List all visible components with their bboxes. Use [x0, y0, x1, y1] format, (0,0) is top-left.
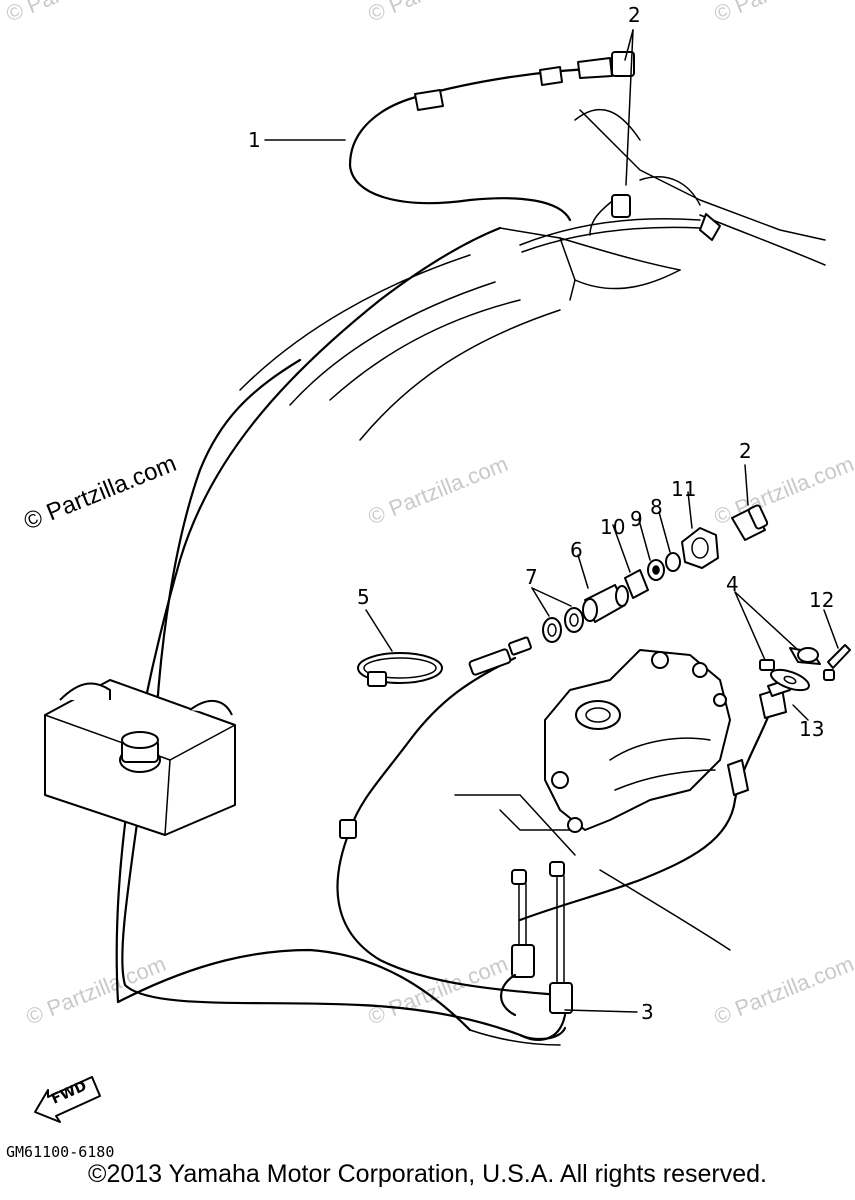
watermark-main: © Partzilla.com — [20, 450, 180, 536]
pump-cable — [336, 636, 562, 997]
watermark-mid-center: © Partzilla.com — [365, 451, 512, 530]
watermark-top-right: © Partzilla.com — [711, 0, 855, 27]
callout-11: 11 — [671, 477, 696, 501]
callout-labels: 1 2 2 11 8 9 10 6 7 5 4 12 13 3 — [248, 3, 834, 1024]
watermark-top-left: © Partzilla.com — [3, 0, 150, 27]
diagram-code: GM61100-6180 — [6, 1143, 114, 1161]
watermark-bottom-left: © Partzilla.com — [23, 951, 170, 1030]
hull-outline — [115, 226, 731, 1046]
watermark-top-center: © Partzilla.com — [365, 0, 512, 27]
callout-7: 7 — [525, 565, 538, 589]
callout-10: 10 — [600, 515, 625, 539]
tube-set — [454, 794, 576, 1041]
exploded-parts — [357, 504, 851, 692]
bracket-block — [44, 679, 236, 836]
right-cable — [518, 679, 791, 922]
callout-4: 4 — [726, 572, 739, 596]
fwd-arrow: FWD — [34, 1076, 101, 1123]
leader-lines — [264, 29, 839, 1013]
callout-9: 9 — [630, 507, 643, 531]
steering-assembly — [519, 109, 826, 266]
callout-8: 8 — [650, 495, 663, 519]
callout-1: 1 — [248, 128, 261, 152]
pump-housing — [544, 649, 731, 833]
callout-2-right: 2 — [739, 439, 752, 463]
callout-6: 6 — [570, 538, 583, 562]
callout-12: 12 — [809, 588, 834, 612]
callout-2-upper: 2 — [628, 3, 641, 27]
watermark-bottom-right: © Partzilla.com — [711, 951, 855, 1030]
cable-1 — [348, 51, 635, 222]
callout-5: 5 — [357, 585, 370, 609]
copyright-notice: ©2013 Yamaha Motor Corporation, U.S.A. A… — [88, 1160, 767, 1188]
callout-3: 3 — [641, 1000, 654, 1024]
callout-13: 13 — [799, 717, 824, 741]
